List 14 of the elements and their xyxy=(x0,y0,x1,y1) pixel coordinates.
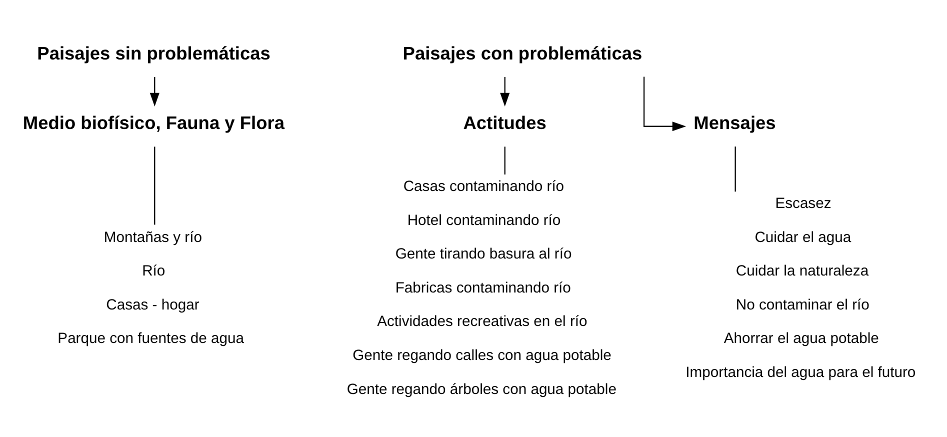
connector xyxy=(504,146,506,174)
node-text: Paisajes sin problemáticas xyxy=(37,42,270,63)
node-text: Montañas y río Río Casas - hogar Parque con fuentes de agua xyxy=(58,229,244,347)
arrow xyxy=(643,76,686,131)
node-text: Escasez Cuidar el agua Cuidar la naturaleza No contaminar el río Ahorrar el agua potable Importancia del agua para el futuro xyxy=(686,196,916,380)
node-text: Paisajes con problemáticas xyxy=(402,42,642,63)
node-text: Casas contaminando río Hotel contaminando río Gente tirando basura al río Fabricas contaminando río Actividades recreativas en el río Gente regando calles con agua potable Gente regando árboles con agua potable xyxy=(346,178,616,398)
arrow xyxy=(500,76,510,106)
connector xyxy=(154,146,156,224)
connector xyxy=(734,146,736,192)
node-text: Actitudes xyxy=(463,111,546,132)
node-text: Medio biofísico, Fauna y Flora xyxy=(22,111,285,132)
node-text: Mensajes xyxy=(694,111,776,132)
arrow xyxy=(150,76,160,106)
